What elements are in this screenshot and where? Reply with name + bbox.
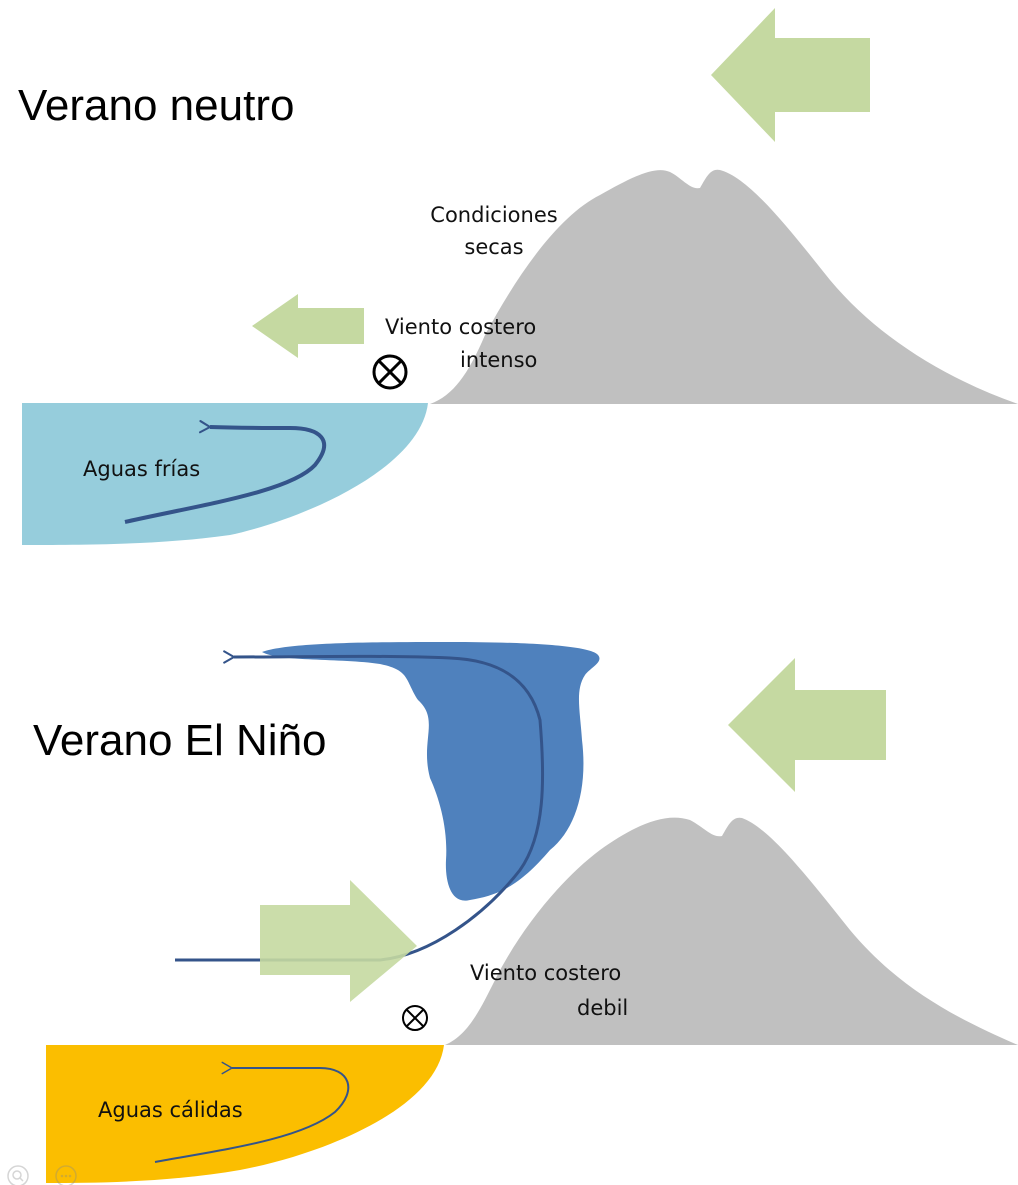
mountain <box>430 169 1018 404</box>
wind-arrow-large-icon <box>728 658 886 792</box>
wind-arrow-large-icon <box>711 8 870 142</box>
dry-conditions-label-line2: secas <box>464 235 523 259</box>
warm-water <box>46 1045 444 1183</box>
zoom-icon[interactable] <box>7 1165 29 1185</box>
cold-water-label: Aguas frías <box>83 457 200 481</box>
warm-water-label: Aguas cálidas <box>98 1098 243 1122</box>
panel-neutral-summer: Verano neutro Condiciones secas Viento c… <box>18 8 1018 545</box>
wind-into-page-icon <box>372 354 408 390</box>
convection-flow-arrow <box>175 650 545 962</box>
convection-cloud <box>262 642 600 901</box>
panel-title-el-nino: Verano El Niño <box>33 716 327 765</box>
coastal-wind-label-line2: intenso <box>460 348 537 372</box>
coastal-wind-label-line1: Viento costero <box>470 961 621 985</box>
wind-arrow-onshore-icon <box>260 880 417 1002</box>
cold-current-arrow <box>124 420 327 524</box>
wind-into-page-icon <box>402 1005 428 1031</box>
mountain <box>445 817 1018 1045</box>
panel-el-nino-summer: Verano El Niño Viento costero debil Agua… <box>33 642 1018 1183</box>
wind-arrow-small-icon <box>252 294 364 358</box>
panel-title-neutral: Verano neutro <box>18 81 294 130</box>
coastal-wind-label-line1: Viento costero <box>385 315 536 339</box>
cold-water <box>22 403 428 545</box>
coastal-wind-label-line2: debil <box>577 996 628 1020</box>
dry-conditions-label-line1: Condiciones <box>430 203 557 227</box>
warm-current-arrow <box>154 1061 350 1163</box>
more-options-icon[interactable] <box>55 1165 77 1185</box>
